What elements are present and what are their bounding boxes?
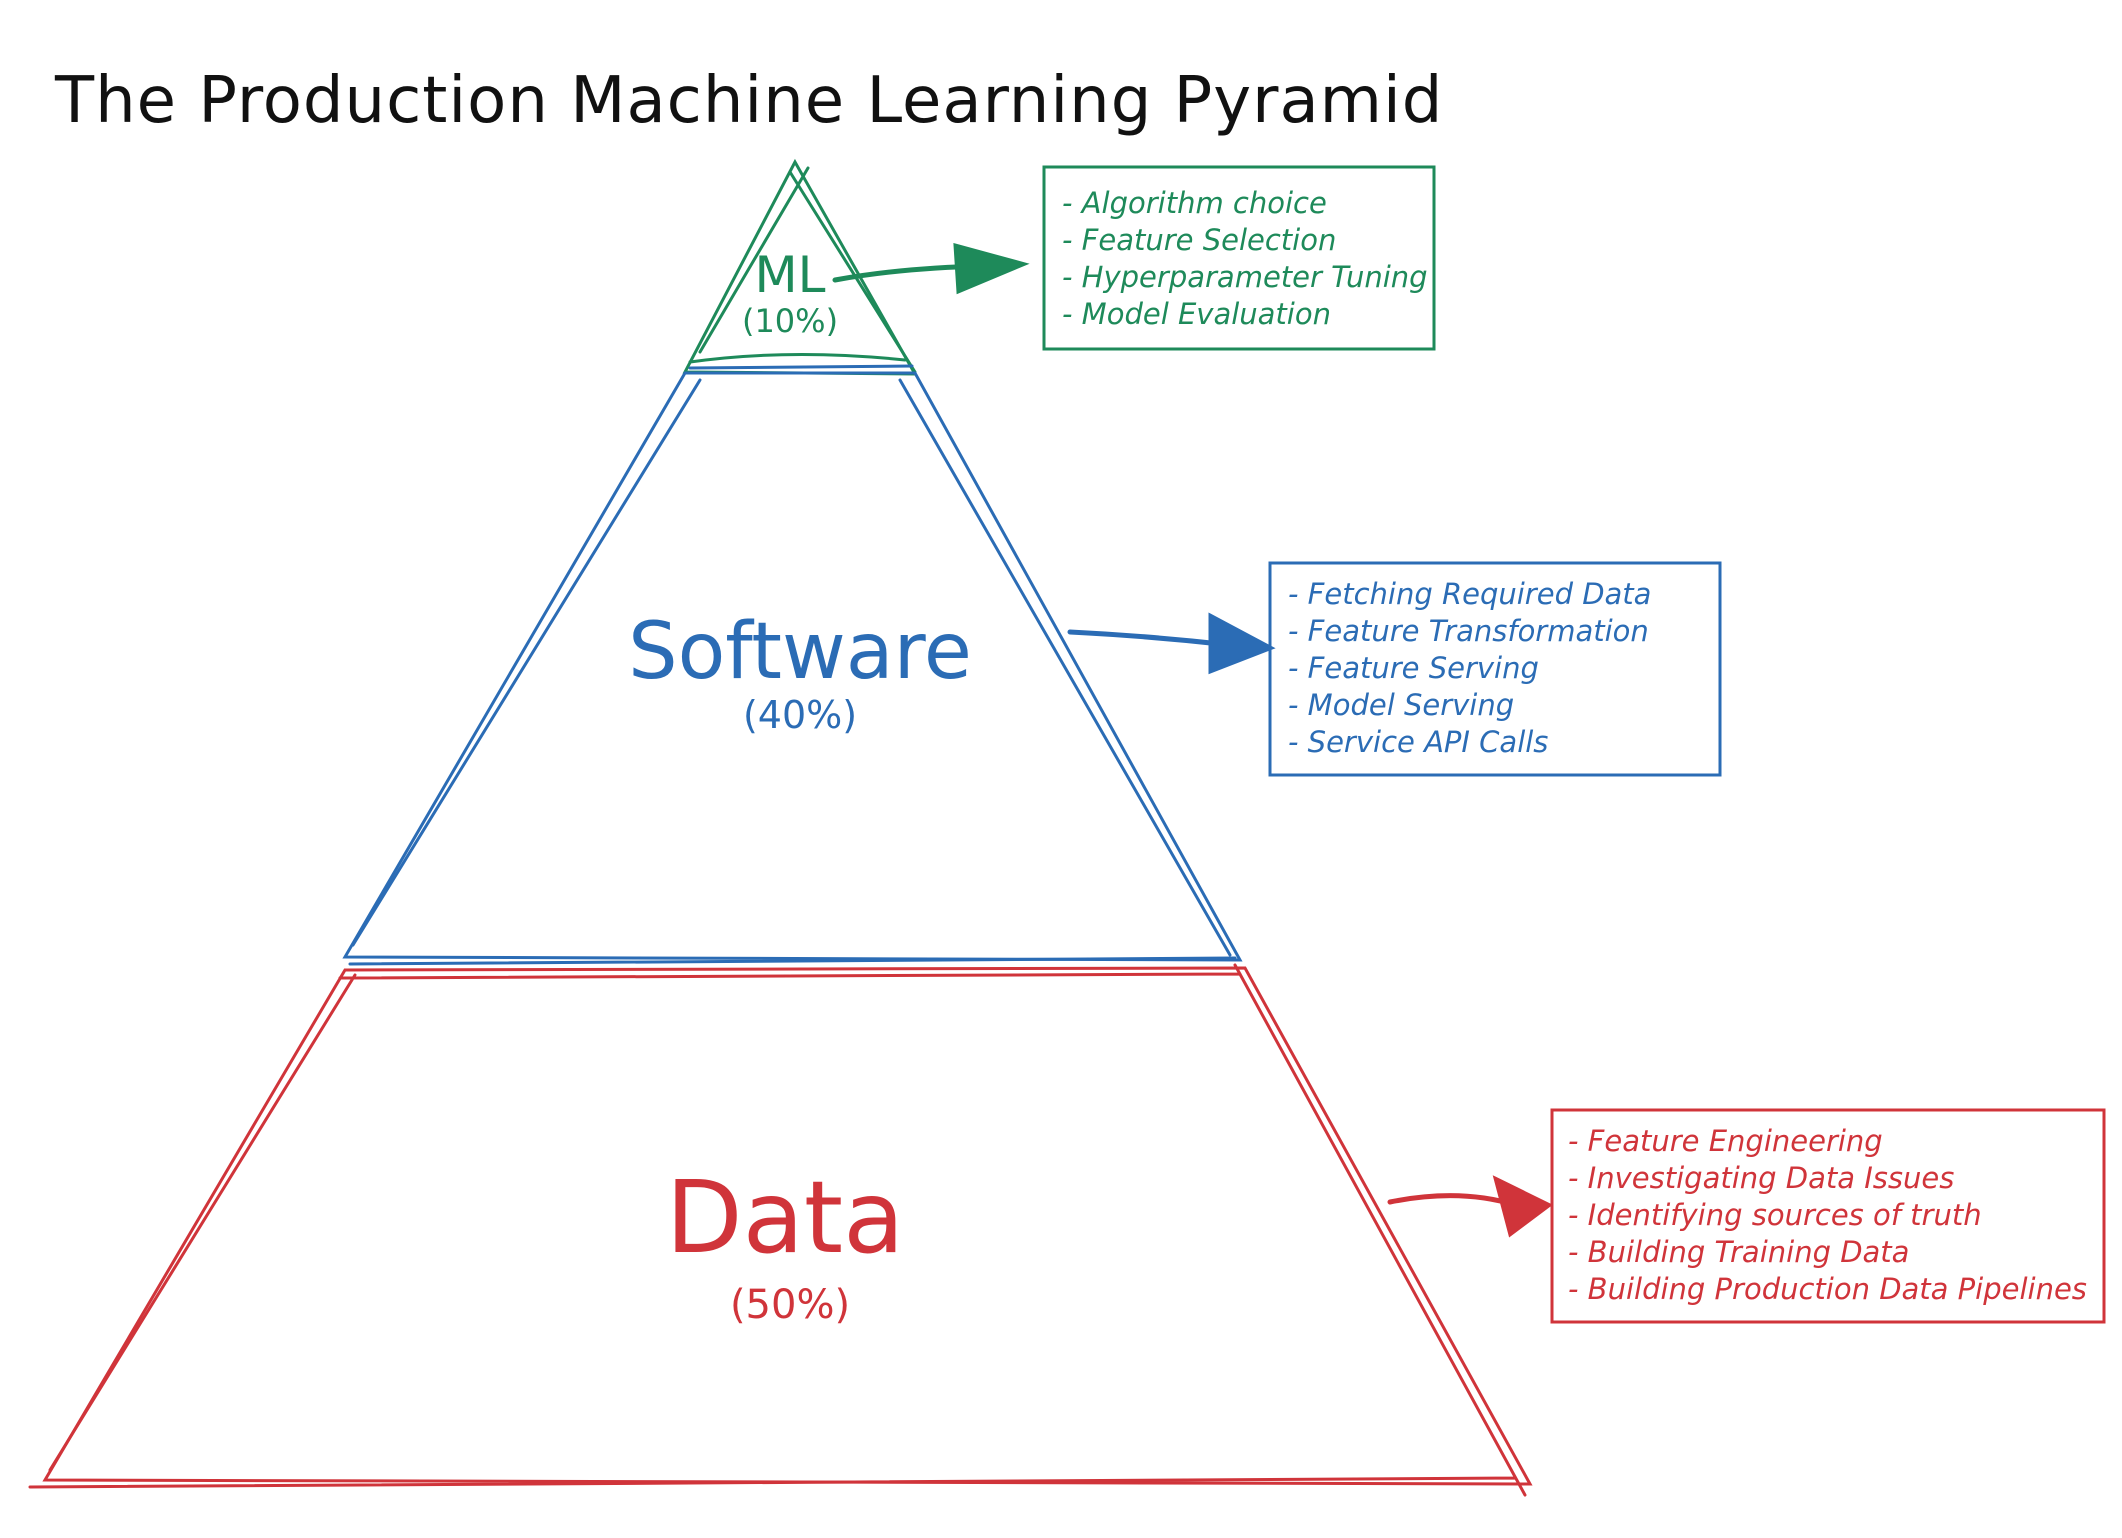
diagram-title: The Production Machine Learning Pyramid [54, 64, 1443, 138]
software-arrow-head [1208, 612, 1276, 675]
data-arrow-shaft [1387, 1193, 1518, 1208]
software-detail-box: - Fetching Required Data - Feature Trans… [1268, 561, 1722, 777]
data-arrow-head [1492, 1175, 1553, 1238]
ml-percent: (10%) [742, 302, 838, 340]
data-box-item: - Feature Engineering [1568, 1124, 1883, 1158]
data-box-item: - Identifying sources of truth [1568, 1198, 1982, 1232]
data-arrow [1387, 1175, 1553, 1238]
ml-arrow-head [953, 243, 1030, 295]
data-box-item: - Investigating Data Issues [1568, 1161, 1954, 1195]
data-trapezoid-sketch [28, 963, 1527, 1497]
ml-box-item: - Hyperparameter Tuning [1062, 260, 1428, 294]
ml-box-item: - Model Evaluation [1062, 297, 1331, 331]
data-box-item: - Building Training Data [1568, 1235, 1909, 1269]
ml-arrow [832, 243, 1030, 295]
ml-detail-box: - Algorithm choice - Feature Selection -… [1042, 165, 1436, 351]
data-box-border [1550, 1108, 2106, 1324]
data-label: Data [666, 1159, 905, 1276]
ml-box-item: - Algorithm choice [1062, 186, 1327, 220]
data-detail-box: - Feature Engineering - Investigating Da… [1550, 1108, 2106, 1324]
software-arrow-shaft [1067, 629, 1233, 648]
software-percent: (40%) [743, 693, 857, 737]
software-tier [342, 364, 1243, 966]
software-box-item: - Fetching Required Data [1288, 577, 1651, 611]
software-trapezoid-outline [342, 371, 1243, 962]
software-box-item: - Feature Serving [1288, 651, 1539, 685]
data-percent: (50%) [730, 1282, 850, 1328]
data-trapezoid-outline [42, 966, 1533, 1486]
software-label: Software [628, 607, 972, 697]
software-box-item: - Model Serving [1288, 688, 1514, 722]
software-box-item: - Service API Calls [1288, 725, 1548, 759]
software-box-border [1268, 561, 1722, 777]
software-trapezoid-sketch [348, 364, 1237, 966]
ml-label: ML [755, 246, 826, 304]
data-box-item: - Building Production Data Pipelines [1568, 1272, 2087, 1306]
ml-box-border [1042, 165, 1436, 351]
data-tier [28, 963, 1533, 1497]
ml-box-item: - Feature Selection [1062, 223, 1336, 257]
ml-triangle-sketch [688, 166, 917, 374]
software-arrow [1067, 612, 1276, 675]
software-box-item: - Feature Transformation [1288, 614, 1649, 648]
